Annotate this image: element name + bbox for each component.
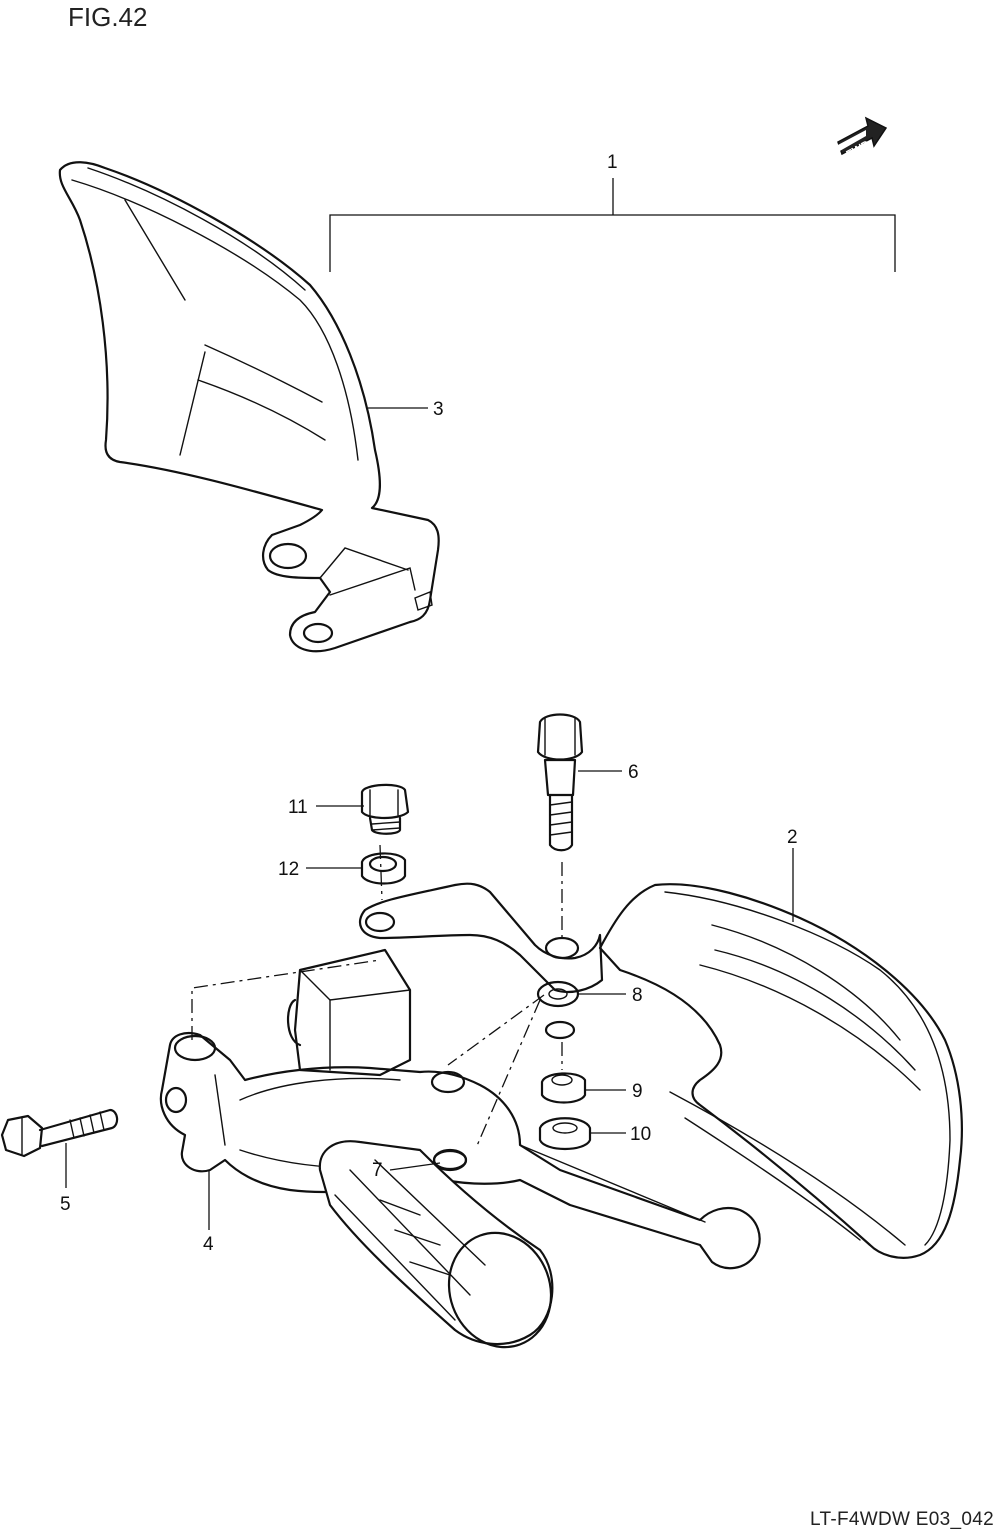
- callout-8: 8: [632, 985, 643, 1006]
- part-9-nut: [540, 1072, 587, 1104]
- callout-3: 3: [433, 399, 444, 420]
- part-2-hand-guard-right: [598, 883, 963, 1259]
- callout-2: 2: [787, 827, 798, 848]
- assembly-bracket: [329, 178, 896, 272]
- callout-labels: 1 2 3 4 5 6 7 8 9 10 11 12: [60, 152, 798, 1255]
- figure-title: FIG.42: [68, 2, 148, 32]
- part-4-brake-lever-holder: [159, 882, 761, 1349]
- callout-9: 9: [632, 1081, 643, 1102]
- callout-11: 11: [288, 797, 308, 818]
- callout-7: 7: [372, 1160, 383, 1181]
- part-7-screw: [432, 1149, 468, 1171]
- callout-5: 5: [60, 1194, 71, 1215]
- callout-10: 10: [630, 1124, 651, 1145]
- part-3-hand-guard-left: [58, 161, 440, 653]
- figure-code: LT-F4WDW E03_042: [810, 1509, 994, 1530]
- part-5-bolt: [0, 1108, 119, 1158]
- part-10-nut: [538, 1117, 592, 1150]
- leader-lines: [65, 407, 794, 1230]
- callout-6: 6: [628, 762, 639, 783]
- callout-4: 4: [203, 1234, 214, 1255]
- assembly-centerlines: [191, 844, 563, 1149]
- callout-1: 1: [607, 152, 618, 173]
- callout-12: 12: [278, 859, 299, 880]
- part-11-bolt: [360, 783, 410, 835]
- fwd-arrow-icon: FWD: [836, 116, 888, 161]
- part-12-washer: [360, 852, 407, 885]
- part-6-bolt: [536, 713, 584, 852]
